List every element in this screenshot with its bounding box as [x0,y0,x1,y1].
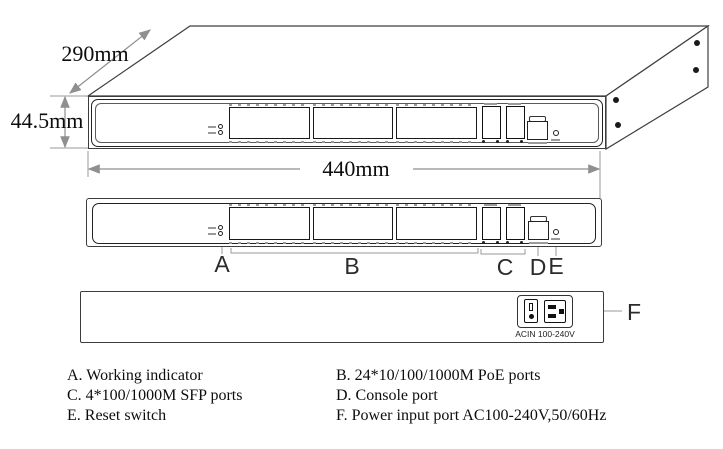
poe-port-block [229,107,310,139]
led-label-mark [208,132,216,134]
inlet-slot [559,309,564,314]
led-label-mark [208,227,216,229]
console-label-mark [529,242,548,244]
port-number-row [313,204,393,206]
console-label-mark [528,142,547,144]
port-number-row [313,141,393,143]
callout-c-label: C [496,254,514,280]
reset-label-mark [551,238,560,240]
sfp-port [482,106,501,139]
depth-dimension-arrow-icon [69,29,151,94]
screw-hole-icon [694,40,700,46]
sfp-led-icon [496,241,499,244]
sfp-led-icon [506,241,509,244]
poe-port-block [313,107,393,139]
sfp-label-mark [484,204,497,206]
power-switch-icon [524,299,538,323]
sfp-led-icon [520,140,523,143]
poe-port-block [313,207,393,240]
chassis-top-face [86,25,710,97]
width-dimension-label: 440mm [322,156,390,181]
console-port [527,121,548,140]
led-label-mark [208,233,216,235]
chassis-side-face [605,24,709,151]
sfp-port [506,106,525,139]
system-led-icon [218,130,223,135]
rear-view-chassis [80,291,604,343]
sfp-led-icon [506,140,509,143]
inlet-slot [548,305,556,309]
sfp-port [482,207,501,240]
led-label-mark [208,126,216,128]
power-led-icon [218,124,223,129]
ac-inlet-icon [544,300,566,323]
port-number-row [396,104,477,106]
sfp-port [506,207,525,240]
sfp-label-mark [508,204,521,206]
callout-b-label: B [344,253,360,279]
legend-item-e: E. Reset switch [67,407,167,424]
legend-item-c: C. 4*100/1000M SFP ports [67,387,243,404]
screw-hole-icon [613,97,619,103]
port-number-row [229,104,310,106]
port-number-row [396,204,477,206]
legend-item-b: B. 24*10/100/1000M PoE ports [336,367,541,384]
height-dimension-label: 44.5mm [10,108,84,133]
poe-port-block [396,107,477,139]
callout-f-label: F [626,299,642,325]
sfp-led-icon [496,140,499,143]
callout-e-label: E [548,253,564,279]
callout-b-bracket [230,248,479,254]
port-number-row [229,204,310,206]
port-number-row [396,242,477,244]
port-number-row [313,104,393,106]
console-port [528,221,549,240]
callout-a-label: A [214,251,230,277]
screw-hole-icon [693,67,699,73]
sfp-label-mark [508,103,521,105]
callout-c-bracket [480,249,526,255]
power-led-icon [218,225,223,230]
poe-port-block [229,207,310,240]
system-led-icon [218,231,223,236]
depth-dimension-label: 290mm [61,41,129,66]
reset-button-icon [553,229,559,235]
inlet-slot [548,314,556,318]
port-number-row [229,242,310,244]
legend-item-d: D. Console port [336,387,438,404]
poe-port-block [396,207,477,240]
screw-hole-icon [615,122,621,128]
sfp-led-icon [482,140,485,143]
power-rating-label: ACIN 100-240V [515,329,575,339]
switch-on-mark [529,303,533,311]
reset-button-icon [553,130,559,136]
legend-item-a: A. Working indicator [67,367,203,384]
sfp-label-mark [484,103,497,105]
legend-item-f: F. Power input port AC100-240V,50/60Hz [336,407,607,424]
sfp-led-icon [482,241,485,244]
sfp-led-icon [520,241,523,244]
reset-label-mark [551,139,560,141]
switch-off-mark [528,314,534,319]
callout-d-label: D [529,254,547,280]
port-number-row [229,141,310,143]
port-number-row [396,141,477,143]
port-number-row [313,242,393,244]
